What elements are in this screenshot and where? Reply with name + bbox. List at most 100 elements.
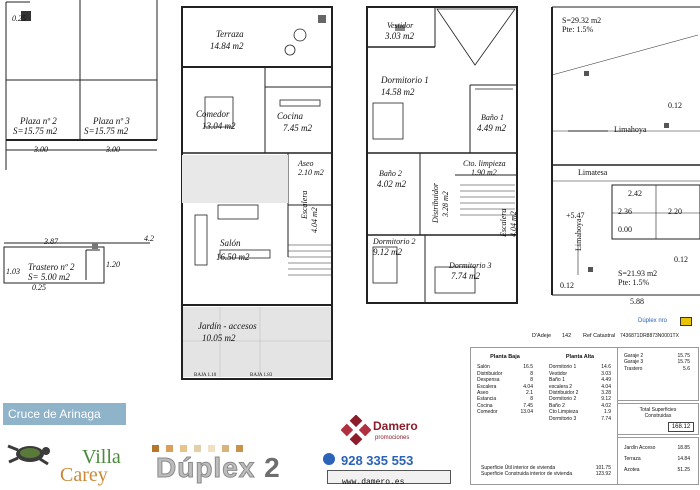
phone-circle-icon bbox=[323, 453, 335, 465]
jardin-area: 10.05 m2 bbox=[202, 333, 236, 343]
roof-area-top: S=29.32 m2 bbox=[562, 16, 602, 25]
planta-alta-value: 9.12 bbox=[601, 396, 611, 403]
summary-util-label: Superficie Útil interior de vivienda bbox=[481, 465, 556, 471]
planta-alta-label: Baño 2 bbox=[549, 402, 565, 409]
catastral-label: Ref Catastral bbox=[583, 333, 616, 339]
cocina-name: Cocina bbox=[277, 111, 303, 121]
planta-baja-label: Aseo bbox=[477, 390, 489, 397]
plaza3-name: Plaza nº 3 bbox=[93, 116, 130, 126]
cocina-area: 7.45 m2 bbox=[283, 123, 312, 133]
phone-number[interactable]: 928 335 553 bbox=[341, 453, 414, 468]
planta-baja-label: Cocina bbox=[477, 402, 493, 409]
comedor-area: 13.04 m2 bbox=[202, 121, 236, 131]
roof-dim-220: 2.20 bbox=[668, 207, 682, 216]
upper-floor-plan: Vestidor 3.03 m2 Dormitorio 1 14.58 m2 B… bbox=[365, 5, 525, 305]
website-box[interactable]: www.damero.es bbox=[327, 470, 451, 487]
exterior-value: 14.84 bbox=[677, 456, 690, 462]
planta-alta-title: Planta Alta bbox=[565, 354, 595, 360]
villa-title: Villa bbox=[82, 446, 121, 468]
turtle-logo-icon bbox=[4, 440, 54, 471]
summary-const-label: Superficie Construida interior de vivien… bbox=[481, 471, 573, 478]
planta-alta-label: Dormitorio 1 bbox=[549, 364, 577, 371]
dim-left: 3.00 bbox=[34, 145, 48, 154]
bano2-name: Baño 2 bbox=[379, 169, 402, 178]
salon-name: Salón bbox=[220, 238, 241, 248]
exterior-label: Terraza bbox=[624, 456, 641, 462]
roof-area-bottom: S=21.93 m2 bbox=[618, 269, 658, 278]
planta-baja-label: Distribuidor bbox=[477, 370, 503, 377]
upper-escalera-area: 4.04 m2 bbox=[509, 211, 518, 237]
planta-alta-label: Dormitorio 3 bbox=[549, 415, 577, 422]
planta-baja-title: Planta Baja bbox=[490, 354, 520, 360]
damero-subtitle: promociones bbox=[375, 435, 410, 441]
garage-value: 5.6 bbox=[683, 365, 690, 372]
dorm3-name: Dormitorio 3 bbox=[449, 261, 492, 270]
garage-label: Garaje 3 bbox=[624, 359, 644, 366]
door-a: BAJA 1.10 bbox=[194, 373, 217, 378]
damero-logo-icon bbox=[340, 414, 372, 450]
trastero-name: Trastero nº 2 bbox=[28, 262, 75, 272]
planta-alta-value: 7.74 bbox=[601, 415, 611, 422]
terraza-name: Terraza bbox=[216, 29, 244, 39]
roof-limatesa: Limatesa bbox=[578, 168, 608, 177]
dorm3-area: 7.74 m2 bbox=[451, 271, 480, 281]
garage-value: 15.75 bbox=[677, 359, 690, 366]
roof-dim-236: 2.36 bbox=[618, 207, 632, 216]
color-squares bbox=[152, 440, 252, 452]
duplex-word: Dúplex bbox=[155, 452, 256, 484]
garage-plan: 0.25 Plaza nº 2 S=15.75 m2 Plaza nº 3 S=… bbox=[0, 0, 165, 300]
dim-103: 1.03 bbox=[6, 267, 20, 276]
roof-dim-012-top: 0.12 bbox=[668, 101, 682, 110]
planta-baja-value: 2.1 bbox=[526, 390, 533, 397]
cruce-label: Cruce de Arinaga bbox=[8, 407, 101, 421]
garage-value: 15.75 bbox=[677, 353, 690, 359]
exterior-label: Jardín Acceso bbox=[624, 445, 656, 451]
exterior-label: Azotea bbox=[624, 467, 640, 473]
duplex-flag bbox=[680, 317, 692, 326]
cto-name: Cto. limpieza bbox=[463, 159, 506, 168]
planta-alta-value: 4.02 bbox=[601, 402, 611, 409]
cruce-banner: Cruce de Arinaga bbox=[3, 403, 126, 425]
planta-alta-row: Baño 2 4.02 bbox=[549, 403, 611, 409]
distribuidor-label: Distribuidor bbox=[431, 182, 440, 223]
roof-slope-bottom: Pte: 1.5% bbox=[618, 278, 650, 287]
planta-alta-value: 4.04 bbox=[601, 383, 611, 390]
damero-card: Damero promociones 928 335 553 www.damer… bbox=[323, 409, 453, 487]
ground-floor-lines bbox=[181, 6, 333, 380]
catastral-value: 7436871DR8873N0001TX bbox=[620, 333, 679, 339]
dorm1-area: 14.58 m2 bbox=[381, 87, 415, 97]
website-link[interactable]: www.damero.es bbox=[342, 478, 405, 487]
planta-baja-label: Comedor bbox=[477, 409, 498, 416]
duplex-number: 2 bbox=[264, 452, 281, 483]
planta-alta-label: Vestidor bbox=[549, 370, 568, 377]
planta-baja-value: 13.04 bbox=[520, 409, 533, 416]
planta-alta-label: Baño 1 bbox=[549, 377, 565, 384]
planta-alta-label: Cto Limpieza bbox=[549, 409, 579, 416]
roof-level: +5.47 bbox=[566, 211, 585, 220]
plaza3-area: S=15.75 m2 bbox=[84, 126, 129, 136]
planta-baja-row: Comedor 13.04 bbox=[477, 409, 533, 415]
adeje-label: D'Adeje bbox=[532, 333, 552, 339]
dorm2-name: Dormitorio 2 bbox=[373, 237, 416, 246]
bano2-area: 4.02 m2 bbox=[377, 179, 406, 189]
planta-baja-value: 4.04 bbox=[523, 383, 533, 390]
vestidor-area: 3.03 m2 bbox=[385, 31, 414, 41]
dorm1-name: Dormitorio 1 bbox=[381, 75, 429, 85]
planta-baja-label: Salón bbox=[477, 364, 490, 371]
planta-baja-label: Despensa bbox=[477, 377, 500, 384]
garage-row: Garaje 3 15.75 bbox=[624, 359, 690, 365]
